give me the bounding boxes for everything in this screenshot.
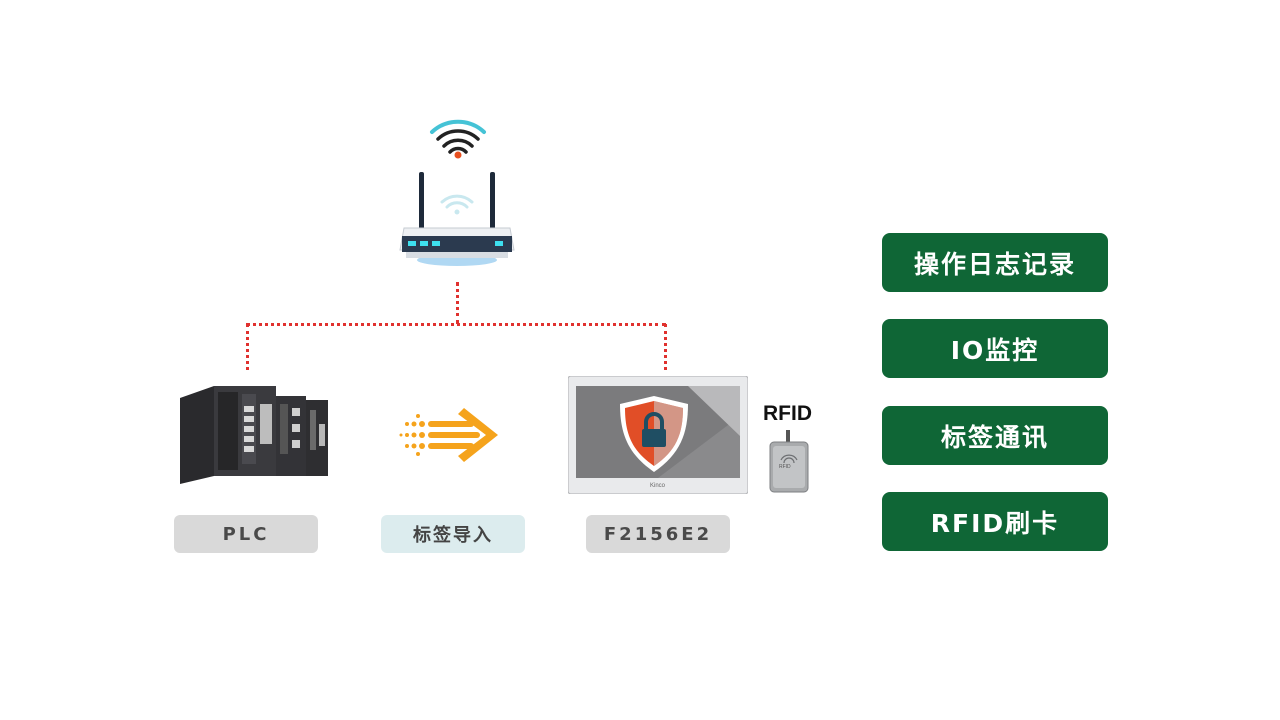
plc-device-image — [180, 386, 328, 484]
hmi-brand-text: Kinco — [650, 483, 666, 489]
network-line-hmi — [664, 324, 667, 370]
arrow-right-icon — [399, 408, 498, 462]
rfid-reader-image — [769, 430, 809, 493]
tag-import-label: 标签导入 — [381, 515, 525, 553]
wifi-signal-icon — [430, 119, 486, 159]
rfid-reader-text: RFID — [779, 464, 791, 470]
rfid-title: RFID — [763, 402, 812, 425]
plc-label: PLC — [174, 515, 318, 553]
feature-operation-log: 操作日志记录 — [882, 233, 1108, 292]
feature-tag-communication: 标签通讯 — [882, 406, 1108, 465]
network-line-bus — [246, 323, 666, 326]
hmi-model-label: F2156E2 — [586, 515, 730, 553]
feature-io-monitor: IO监控 — [882, 319, 1108, 378]
network-line-plc — [246, 324, 249, 370]
network-line-router — [456, 282, 459, 324]
router-icon — [399, 172, 515, 266]
hmi-panel-image — [568, 376, 748, 494]
feature-rfid-card: RFID刷卡 — [882, 492, 1108, 551]
